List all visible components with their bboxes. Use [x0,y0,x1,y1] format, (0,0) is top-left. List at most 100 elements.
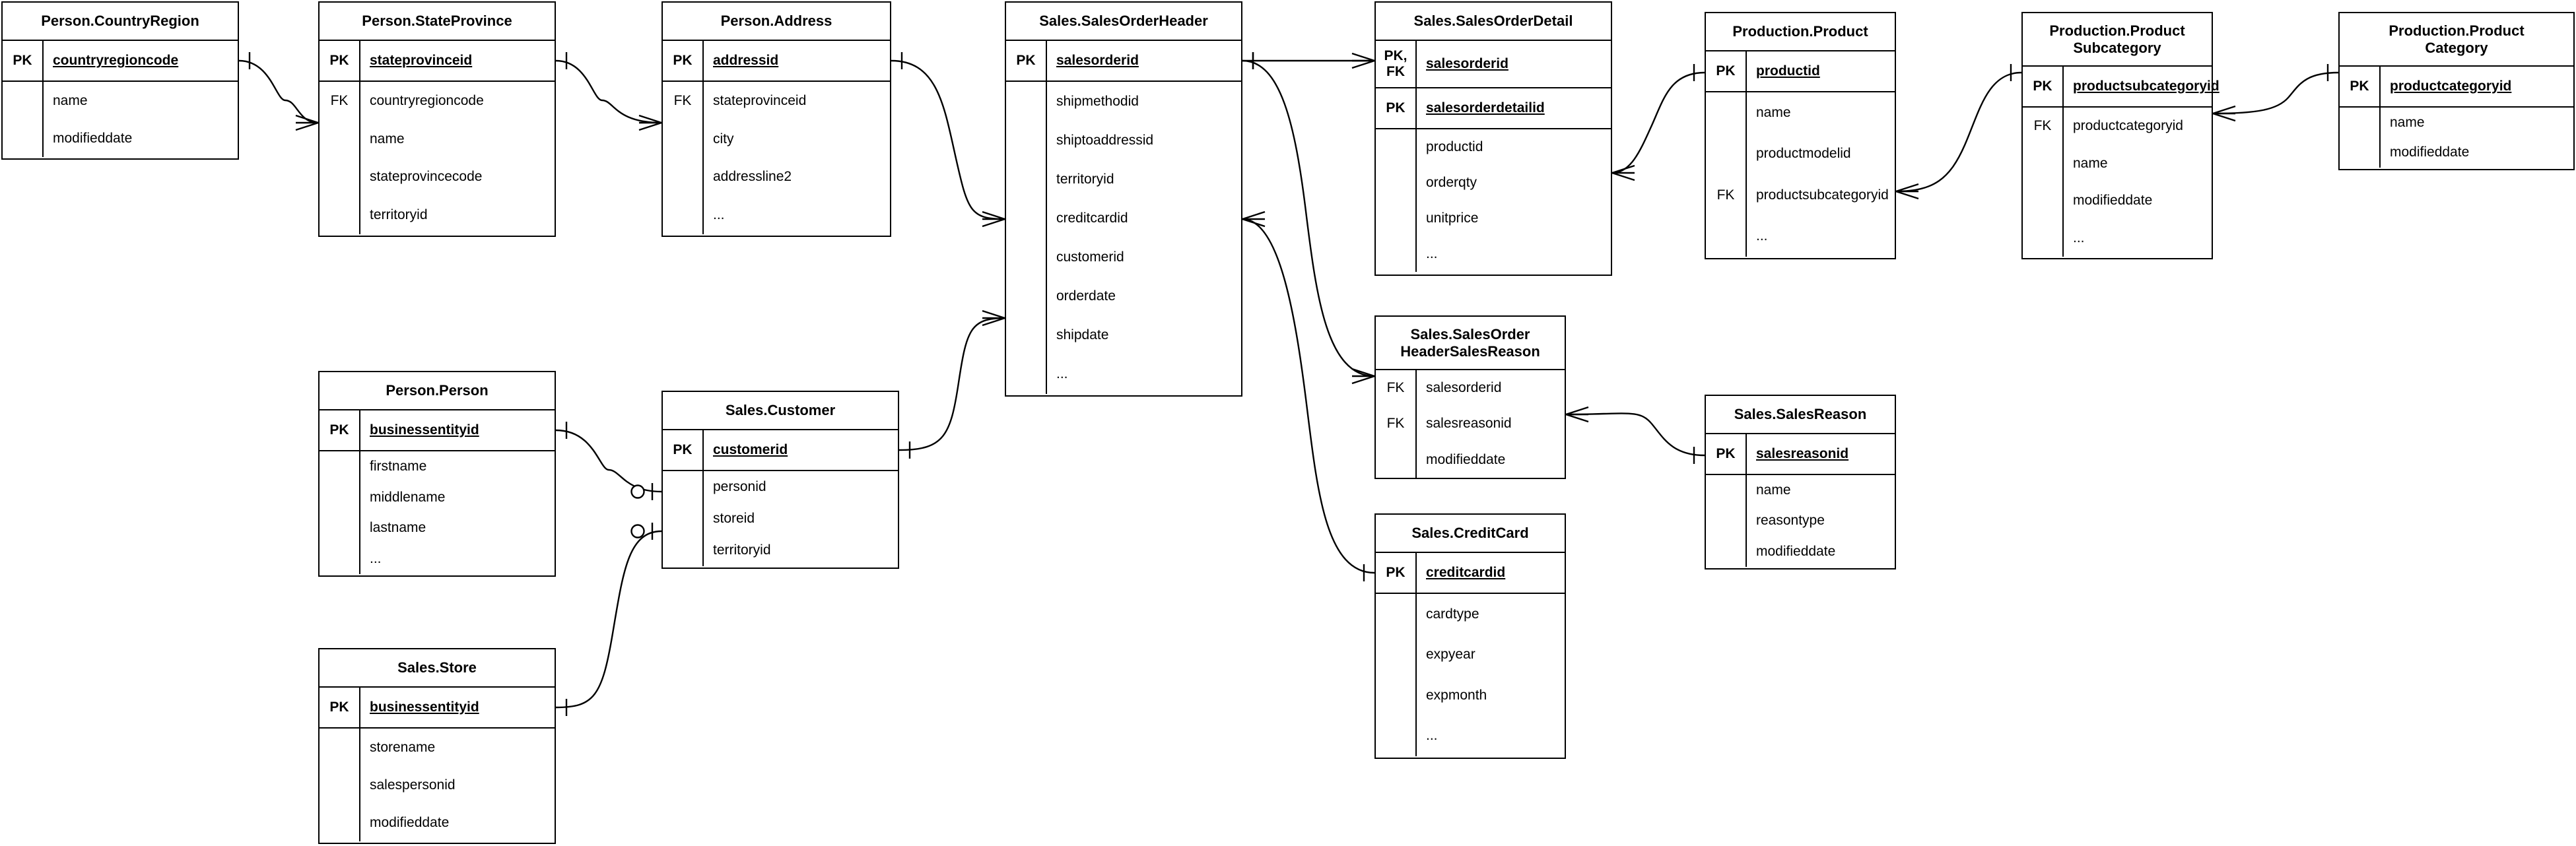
field-name: name [2073,155,2108,171]
key-label-empty [1006,238,1046,277]
body-key-labels-sales-customer [663,471,704,566]
body-key-labels-person-person [320,451,360,574]
marker-zero-one-rel-store-customer-end-circle [630,524,645,538]
key-label-empty [1706,537,1746,567]
field-productmodelid: productmodelid [1756,146,1851,162]
field-stateprovinceid: stateprovinceid [370,53,473,68]
key-label-empty [2023,220,2062,257]
entity-title-sales-customer: Sales.Customer [663,392,898,430]
edge-line-rel-person-customer [555,429,662,493]
body-key-labels-person-stateprovince: FK [320,82,360,234]
key-label-empty [1006,277,1046,316]
key-label-empty [1006,316,1046,355]
field-modifieddate: modifieddate [2073,193,2153,209]
marker-many-rel-productcategory-productsubcategory-end [2212,105,2236,122]
field-name: name [1756,482,1791,498]
key-label-empty [320,451,359,482]
body-key-labels-sales-store [320,729,360,841]
key-label-empty [1376,201,1415,236]
key-label-empty [1376,594,1415,635]
field-name: name [2390,114,2425,130]
field-productid: productid [1756,63,1820,79]
body-key-labels-person-countryregion [3,82,44,157]
field-salesreasonid: salesreasonid [1426,416,1512,432]
relationship-rel-creditcard-salesorderheader [1242,211,1375,581]
edge-line-rel-salesreason-salesorderheadersalesreason [1565,412,1705,457]
field-name: name [1756,105,1791,121]
key-label-pk--fk: PK,FK [1376,41,1417,87]
field-businessentityid: businessentityid [370,422,479,438]
key-row-production-product-productid: PK productid [1706,51,1895,92]
relationship-rel-store-customer [555,523,662,716]
field-ellipsis: ... [1426,728,1438,744]
field-territoryid: territoryid [713,542,771,558]
key-label-pk: PK [320,410,360,450]
key-label-pk: PK [1706,51,1747,91]
key-label-empty [2023,145,2062,183]
entity-title-person-address: Person.Address [663,3,890,41]
marker-many-rel-stateprovince-address-end [638,114,662,131]
key-label-empty [663,196,702,234]
field-ellipsis: ... [713,207,725,223]
body-key-labels-production-productsubcategory: FK [2023,108,2064,257]
field-ellipsis: ... [1056,366,1068,382]
key-label-fk-salesreasonid: FK [1386,416,1405,432]
key-label-pk: PK [320,688,360,727]
key-label-empty [1376,716,1415,757]
key-label-empty [3,119,42,157]
entity-title-sales-store: Sales.Store [320,649,555,688]
body-key-labels-sales-creditcard [1376,594,1417,756]
field-territoryid: territoryid [370,207,428,223]
key-label-empty [2023,182,2062,220]
key-label-pk: PK [663,41,704,81]
field-salesreasonid: salesreasonid [1756,446,1849,461]
field-city: city [713,131,734,146]
field-shipdate: shipdate [1056,327,1109,343]
relationship-rel-productcategory-productsubcategory [2212,64,2339,122]
field-stateprovincecode: stateprovincecode [370,169,483,185]
key-label-empty [320,482,359,513]
field-addressid: addressid [713,53,779,68]
key-label-empty [2340,108,2379,138]
field-productcategoryid: productcategoryid [2073,118,2183,134]
field-creditcardid: creditcardid [1056,210,1128,226]
entity-title-person-countryregion: Person.CountryRegion [3,3,238,41]
marker-zero-one-rel-person-customer-end-circle [630,484,645,499]
field-name: name [370,131,405,146]
key-label-fk-productcategoryid: FK [2033,118,2052,134]
relationship-rel-customer-salesorderheader [898,309,1005,459]
relationship-rel-product-salesorderdetail [1611,64,1705,181]
entity-title-sales-creditcard: Sales.CreditCard [1376,515,1565,553]
entity-title-person-stateprovince: Person.StateProvince [320,3,555,41]
key-label-pk: PK [663,430,704,470]
